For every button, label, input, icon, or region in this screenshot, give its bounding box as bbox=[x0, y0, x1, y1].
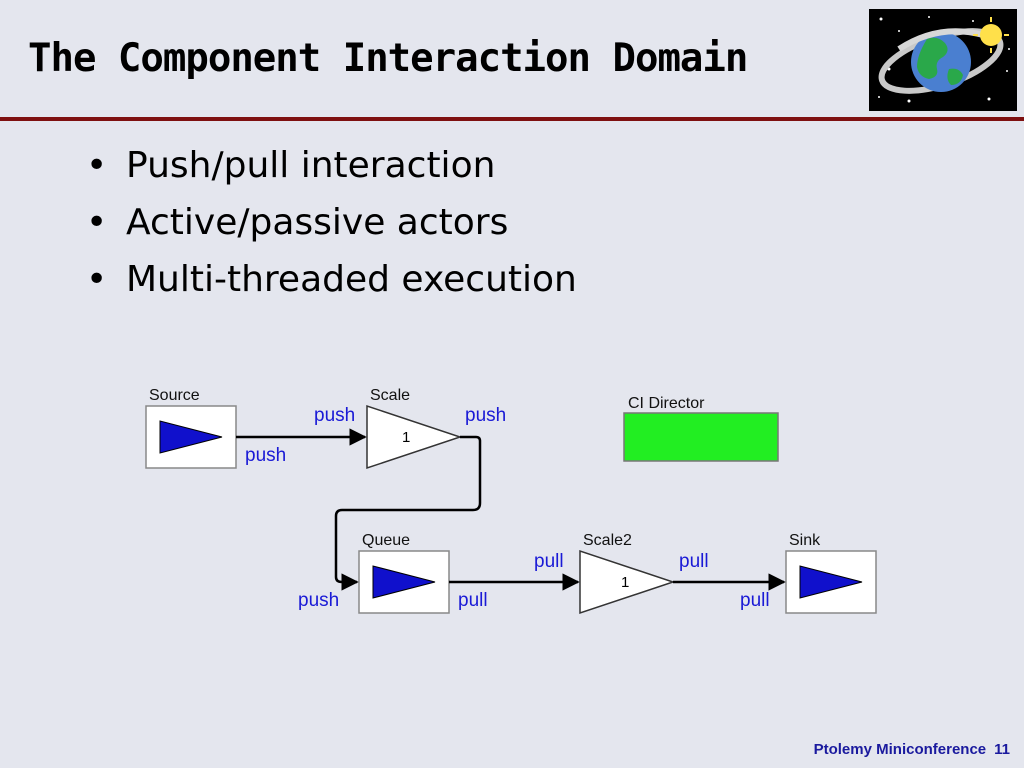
sink-actor[interactable]: Sink bbox=[785, 532, 877, 614]
director-box bbox=[623, 412, 779, 462]
bullet-text: Multi-threaded execution bbox=[126, 259, 577, 300]
scale-label: Scale bbox=[370, 387, 410, 404]
sink-play-icon bbox=[799, 565, 863, 599]
source-actor[interactable]: Source bbox=[145, 387, 237, 469]
port-label-sink-in: pull bbox=[740, 590, 770, 611]
source-label: Source bbox=[149, 387, 200, 404]
logo-graphic bbox=[878, 16, 1010, 103]
bullet-item: • Active/passive actors bbox=[86, 199, 577, 256]
bullet-item: • Push/pull interaction bbox=[86, 142, 577, 199]
footer-text: Ptolemy Miniconference bbox=[813, 741, 987, 758]
bullet-glyph: • bbox=[86, 259, 108, 300]
director-label: CI Director bbox=[628, 395, 705, 412]
queue-label: Queue bbox=[362, 532, 410, 549]
queue-play-icon bbox=[372, 565, 436, 599]
sink-label: Sink bbox=[789, 532, 821, 549]
port-label-queue-out: pull bbox=[458, 590, 488, 611]
bullet-text: Push/pull interaction bbox=[126, 145, 496, 186]
page-title: The Component Interaction Domain bbox=[28, 36, 748, 81]
bullet-text: Active/passive actors bbox=[126, 202, 509, 243]
scale2-param: 1 bbox=[621, 574, 629, 591]
ci-director[interactable]: CI Director bbox=[623, 395, 779, 462]
queue-actor[interactable]: Queue bbox=[358, 532, 450, 614]
scale-actor[interactable]: Scale 1 bbox=[366, 387, 463, 470]
connection-scale-queue[interactable] bbox=[334, 435, 482, 591]
scale-triangle bbox=[366, 404, 463, 470]
scale2-label: Scale2 bbox=[583, 532, 632, 549]
bullet-list: • Push/pull interaction • Active/passive a… bbox=[86, 142, 577, 313]
scale2-actor[interactable]: Scale2 1 bbox=[579, 532, 676, 615]
bullet-glyph: • bbox=[86, 145, 108, 186]
port-label-scale2-out: pull bbox=[679, 551, 709, 572]
port-label-scale2-in: pull bbox=[534, 551, 564, 572]
bullet-item: • Multi-threaded execution bbox=[86, 256, 577, 313]
port-label-scale-out: push bbox=[465, 405, 506, 426]
port-label-scale-in: push bbox=[314, 405, 355, 426]
port-label-source-out: push bbox=[245, 445, 286, 466]
page-number: 11 bbox=[994, 741, 1010, 758]
scale2-triangle bbox=[579, 549, 676, 615]
port-label-queue-in: push bbox=[298, 590, 339, 611]
earth-orbit-logo-icon bbox=[869, 9, 1017, 111]
bullet-glyph: • bbox=[86, 202, 108, 243]
source-play-icon bbox=[159, 420, 223, 454]
title-divider bbox=[0, 117, 1024, 121]
scale-param: 1 bbox=[402, 429, 410, 446]
slide-footer: Ptolemy Miniconference 11 bbox=[814, 741, 1010, 758]
